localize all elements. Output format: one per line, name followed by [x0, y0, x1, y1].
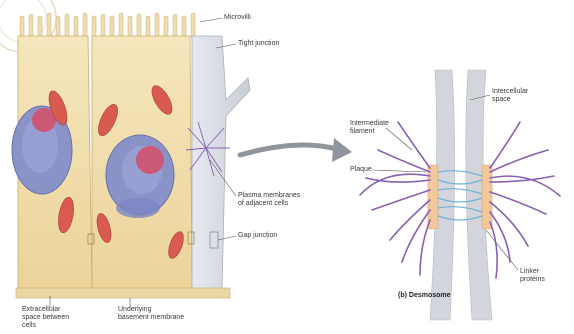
epithelial-cells	[12, 13, 250, 298]
label-microvilli: Microvilli	[224, 14, 251, 22]
label-extracellular-space: Extracellular space between cells	[22, 306, 69, 330]
intermediate-filaments	[360, 122, 560, 278]
label-intercellular-space: Intercellular space	[492, 88, 528, 104]
label-gap-junction: Gap junction	[238, 232, 277, 240]
label-plasma-membranes: Plasma membranes of adjacent cells	[238, 192, 300, 208]
caption-desmosome: (b) Desmosome	[398, 292, 451, 300]
label-plaque: Plaque	[350, 166, 372, 174]
zoom-arrow	[240, 138, 352, 162]
label-linker-proteins: Linker proteins	[520, 268, 545, 284]
label-underlying-basement: Underlying basement membrane	[118, 306, 184, 322]
label-tight-junction: Tight junction	[238, 40, 279, 48]
label-intermediate-filament: Intermediate filament	[350, 120, 389, 136]
